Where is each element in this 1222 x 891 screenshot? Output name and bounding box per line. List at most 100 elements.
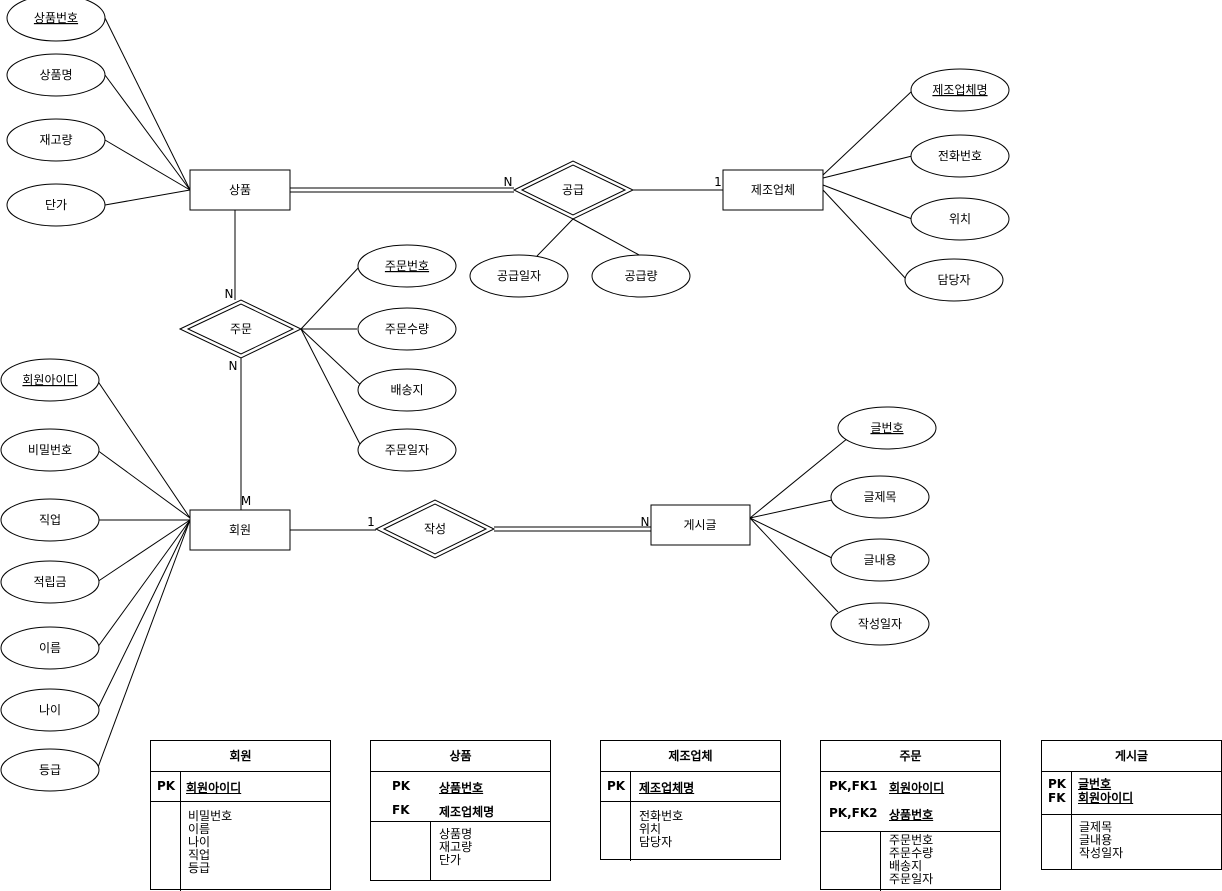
key-field: 제조업체명 (439, 805, 495, 819)
post-attr-id: 글번호 (837, 406, 937, 450)
member-attr-age: 나이 (0, 688, 100, 732)
svg-text:게시글: 게시글 (683, 518, 716, 532)
attr-field: 전화번호 (639, 809, 684, 823)
member-attr-job: 직업 (0, 498, 100, 542)
attr-field: 이름 (188, 822, 211, 836)
cardinality-order-member-n: N (229, 359, 238, 373)
order-attr-date: 주문일자 (357, 428, 457, 472)
key-field: 회원아이디 (889, 781, 945, 795)
svg-text:상품번호: 상품번호 (34, 11, 78, 25)
svg-text:주문번호: 주문번호 (385, 259, 429, 273)
svg-text:글제목: 글제목 (863, 490, 896, 504)
member-attr-password: 비밀번호 (0, 428, 100, 472)
attr-field: 글제목 (1079, 820, 1113, 834)
manufacturer-attr-location: 위치 (910, 197, 1010, 241)
attr-field: 글내용 (1079, 833, 1113, 847)
attr-field: 작성일자 (1079, 846, 1124, 860)
manufacturer-attr-name: 제조업체명 (910, 68, 1010, 112)
attr-field: 등급 (188, 861, 211, 875)
key-tag: PK FK (1048, 777, 1067, 805)
svg-text:나이: 나이 (39, 703, 61, 717)
cardinality-supply-manufacturer: 1 (714, 175, 722, 189)
svg-text:공급: 공급 (562, 183, 584, 197)
svg-text:제조업체: 제조업체 (751, 183, 795, 197)
svg-text:회원: 회원 (229, 523, 251, 537)
svg-text:상품명: 상품명 (39, 68, 72, 82)
key-field: 글번호 회원아이디 (1078, 777, 1134, 805)
table-manufacturer[interactable]: 제조업체 PK 제조업체명 전화번호 위치 담당자 (600, 740, 781, 861)
order-attr-id: 주문번호 (357, 244, 457, 288)
attr-field: 재고량 (439, 840, 473, 854)
entity-post[interactable]: 게시글 (650, 504, 751, 546)
supply-attr-date: 공급일자 (469, 254, 569, 298)
supply-attr-qty: 공급량 (591, 254, 691, 298)
table-order[interactable]: 주문 PK,FK1 회원아이디 PK,FK2 상품번호 주문번호 주문수량 배송… (820, 740, 1001, 891)
svg-text:등급: 등급 (39, 763, 61, 777)
key-field: 상품번호 (439, 781, 484, 795)
order-attr-qty: 주문수량 (357, 307, 457, 351)
table-product-title: 상품 (371, 741, 550, 772)
key-tag: PK (392, 779, 411, 793)
attr-field: 주문번호 (889, 833, 934, 847)
svg-text:상품: 상품 (229, 183, 251, 197)
attr-field: 주문수량 (889, 846, 934, 860)
cardinality-order-member-m: M (241, 494, 251, 508)
attr-field: 비밀번호 (188, 809, 233, 823)
svg-text:재고량: 재고량 (39, 133, 72, 147)
key-tag: PK,FK1 (829, 779, 878, 793)
svg-text:단가: 단가 (45, 198, 67, 212)
manufacturer-attr-manager: 담당자 (904, 258, 1004, 302)
table-order-title: 주문 (821, 741, 1000, 772)
svg-text:주문: 주문 (230, 322, 252, 336)
svg-text:공급일자: 공급일자 (497, 269, 541, 283)
post-attr-content: 글내용 (830, 538, 930, 582)
svg-text:제조업체명: 제조업체명 (932, 83, 987, 97)
table-product[interactable]: 상품 PK 상품번호 FK 제조업체명 상품명 재고량 단가 (370, 740, 551, 881)
svg-text:주문일자: 주문일자 (385, 443, 429, 457)
relationship-write[interactable]: 작성 (374, 499, 496, 559)
svg-text:글번호: 글번호 (870, 421, 903, 435)
attr-field: 단가 (439, 853, 462, 867)
table-member[interactable]: 회원 PK 회원아이디 비밀번호 이름 나이 직업 등급 (150, 740, 331, 891)
manufacturer-attr-phone: 전화번호 (910, 134, 1010, 178)
svg-text:비밀번호: 비밀번호 (28, 443, 72, 457)
cardinality-supply-product: N (504, 175, 513, 189)
key-tag: PK,FK2 (829, 806, 878, 820)
svg-text:작성일자: 작성일자 (858, 617, 902, 631)
member-attr-name: 이름 (0, 626, 100, 670)
key-field: 제조업체명 (639, 781, 695, 795)
key-tag: FK (392, 803, 410, 817)
member-attr-grade: 등급 (0, 748, 100, 792)
svg-text:담당자: 담당자 (937, 273, 970, 287)
relationship-order[interactable]: 주문 (178, 299, 303, 359)
table-manufacturer-title: 제조업체 (601, 741, 780, 772)
attr-field: 담당자 (639, 835, 673, 849)
table-post[interactable]: 게시글 PK FK 글번호 회원아이디 글제목 글내용 작성일자 (1041, 740, 1222, 870)
svg-text:적립금: 적립금 (33, 575, 66, 589)
table-member-title: 회원 (151, 741, 330, 772)
order-attr-address: 배송지 (357, 368, 457, 412)
product-attr-price: 단가 (6, 183, 106, 227)
entity-manufacturer[interactable]: 제조업체 (722, 169, 824, 211)
member-attr-id: 회원아이디 (0, 358, 100, 402)
svg-text:직업: 직업 (39, 513, 61, 527)
entity-member[interactable]: 회원 (189, 509, 291, 551)
post-attr-date: 작성일자 (830, 602, 930, 646)
svg-text:이름: 이름 (39, 641, 61, 655)
product-attr-stock: 재고량 (6, 118, 106, 162)
member-attr-points: 적립금 (0, 560, 100, 604)
attr-field: 위치 (639, 822, 662, 836)
svg-text:공급량: 공급량 (624, 269, 657, 283)
key-tag: PK (157, 779, 176, 793)
entity-product[interactable]: 상품 (189, 169, 291, 211)
post-attr-title: 글제목 (830, 475, 930, 519)
product-attr-id: 상품번호 (6, 0, 106, 42)
svg-text:배송지: 배송지 (390, 383, 423, 397)
relationship-supply[interactable]: 공급 (512, 160, 635, 220)
svg-text:전화번호: 전화번호 (938, 149, 982, 163)
attr-field: 상품명 (439, 827, 473, 841)
attr-field: 주문일자 (889, 872, 934, 886)
key-tag: PK (607, 779, 626, 793)
attr-field: 나이 (188, 835, 211, 849)
svg-text:글내용: 글내용 (863, 553, 896, 567)
